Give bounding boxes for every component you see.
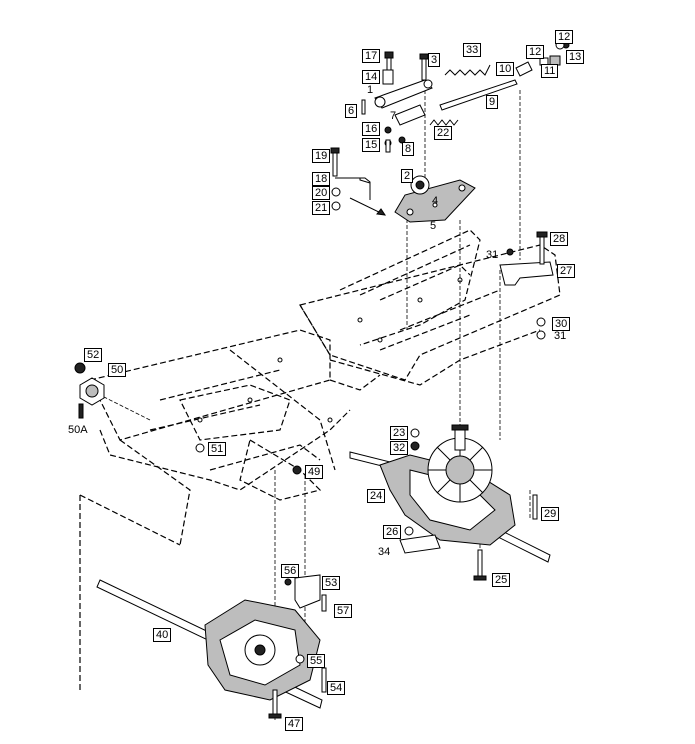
callout-33: 33 — [463, 43, 482, 57]
callout-27: 27 — [557, 264, 576, 278]
callout-56: 56 — [281, 564, 300, 578]
leader-lines — [89, 60, 531, 720]
callout-17: 17 — [362, 49, 381, 63]
callout-12b: 12 — [555, 30, 574, 44]
callout-15: 15 — [362, 138, 381, 152]
callout-31b: 31 — [554, 330, 567, 342]
callout-11: 11 — [541, 64, 559, 78]
callout-32: 32 — [390, 441, 409, 455]
tractor-frame — [79, 229, 561, 690]
control-linkage — [330, 40, 570, 216]
callout-53: 53 — [322, 576, 341, 590]
callout-25: 25 — [492, 573, 511, 587]
callout-28: 28 — [550, 232, 569, 246]
callout-13: 13 — [566, 50, 585, 64]
idler-plate — [394, 175, 476, 223]
callout-30: 30 — [552, 317, 571, 331]
callout-50: 50 — [108, 363, 127, 377]
washer-51 — [195, 443, 205, 453]
callout-1: 1 — [367, 84, 374, 96]
right-bracket — [499, 231, 554, 340]
callout-2: 2 — [401, 169, 414, 183]
callout-34: 34 — [378, 546, 391, 558]
callout-52: 52 — [84, 348, 103, 362]
callout-9: 9 — [486, 95, 499, 109]
callout-40: 40 — [153, 628, 172, 642]
callout-57: 57 — [334, 604, 353, 618]
callout-8: 8 — [402, 142, 415, 156]
left-hub — [74, 362, 105, 419]
callout-54: 54 — [327, 681, 346, 695]
callout-24: 24 — [367, 489, 386, 503]
callout-29: 29 — [541, 507, 560, 521]
callout-22: 22 — [434, 126, 453, 140]
callout-51: 51 — [208, 442, 227, 456]
nut-49 — [292, 465, 302, 475]
callout-16: 16 — [362, 122, 381, 136]
callout-55: 55 — [307, 654, 326, 668]
callout-10: 10 — [496, 62, 515, 76]
callout-6: 6 — [345, 104, 358, 118]
callout-50A: 50A — [68, 424, 88, 436]
callout-7: 7 — [390, 110, 397, 122]
callout-47: 47 — [285, 717, 304, 731]
callout-12a: 12 — [526, 45, 545, 59]
callout-23: 23 — [390, 426, 409, 440]
callout-21: 21 — [312, 201, 331, 215]
callout-18: 18 — [312, 172, 331, 186]
left-transaxle — [96, 574, 327, 719]
callout-26: 26 — [383, 525, 402, 539]
callout-14: 14 — [362, 70, 381, 84]
right-transaxle — [349, 424, 551, 581]
callout-20: 20 — [312, 186, 331, 200]
callout-19: 19 — [312, 149, 331, 163]
callout-3: 3 — [428, 53, 441, 67]
callout-5: 5 — [430, 220, 437, 232]
callout-31a: 31 — [486, 249, 499, 261]
callout-49: 49 — [305, 465, 324, 479]
callout-4: 4 — [432, 195, 439, 207]
